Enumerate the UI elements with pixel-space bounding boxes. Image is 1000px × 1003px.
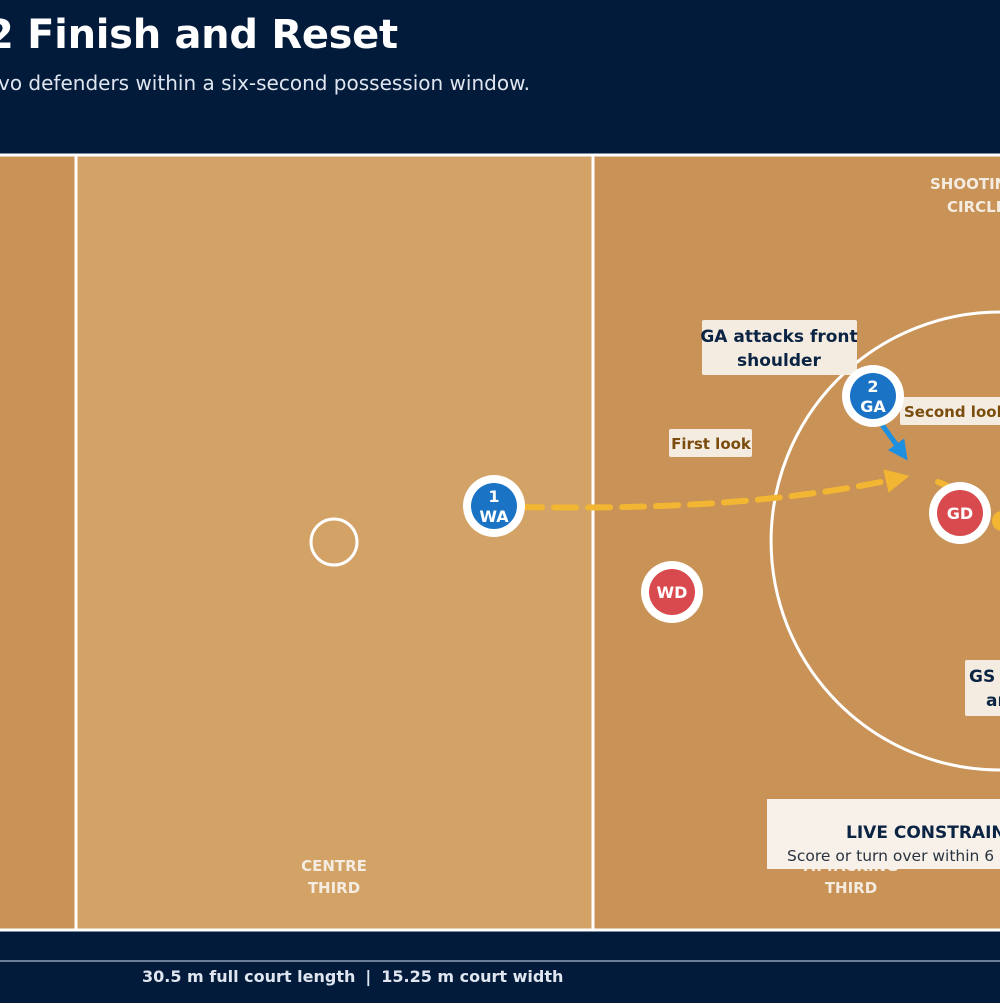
live-constraint-box: LIVE CONSTRAINT Score or turn over withi…	[767, 799, 1000, 869]
callout-second-look-text: Second look	[904, 403, 1000, 421]
player-gd[interactable]: GD	[929, 482, 991, 544]
player-ga-number: 2	[867, 377, 878, 396]
callout-gs-note-line2: ar	[986, 691, 1000, 711]
live-constraint-title: LIVE CONSTRAINT	[846, 823, 1000, 843]
zone-label-shooting-circle-line2: CIRCLE	[947, 198, 1000, 216]
callout-ga-move-line1: GA attacks front	[700, 327, 857, 347]
player-wa-number: 1	[488, 487, 499, 506]
callout-gs-note-line1: GS c	[969, 667, 1000, 687]
footer-court-width: 15.25 m court width	[381, 967, 564, 986]
callout-second-look: Second look	[900, 397, 1000, 425]
player-wd-role: WD	[657, 583, 688, 602]
centre-third	[76, 155, 593, 930]
pass-line	[517, 469, 910, 511]
zone-label-centre-third-line2: THIRD	[308, 879, 360, 897]
callout-gs-note: GS c ar	[965, 660, 1000, 716]
zone-label-attacking-third-line2: THIRD	[825, 879, 877, 897]
footer-divider	[0, 960, 1000, 962]
page-subtitle: vo defenders within a six-second possess…	[0, 71, 530, 95]
player-wa-role: WA	[479, 507, 509, 526]
court-lines	[0, 153, 1000, 932]
callout-first-look-text: First look	[671, 435, 752, 453]
callout-first-look: First look	[669, 429, 752, 457]
footer-separator: |	[365, 967, 372, 986]
page-title: 2 Finish and Reset	[0, 12, 398, 58]
ga-movement-arrow	[880, 423, 908, 461]
player-gd-role: GD	[947, 504, 973, 523]
zone-label-shooting-circle-line1: SHOOTIN	[930, 175, 1000, 193]
zone-label-centre-third-line1: CENTRE	[301, 857, 367, 875]
player-ga[interactable]: 2 GA	[842, 365, 904, 427]
footer-court-length: 30.5 m full court length	[142, 967, 356, 986]
live-constraint-body: Score or turn over within 6 s	[787, 847, 1000, 865]
callout-ga-move-line2: shoulder	[737, 351, 822, 371]
player-ga-role: GA	[860, 397, 886, 416]
player-wd[interactable]: WD	[641, 561, 703, 623]
centre-circle	[309, 517, 359, 567]
callout-ga-move: GA attacks front shoulder	[700, 320, 858, 375]
ball-marker	[992, 511, 1000, 531]
footer-dimensions: 30.5 m full court length | 15.25 m court w…	[142, 967, 563, 986]
shooting-circle-arc	[769, 310, 1000, 772]
player-wa[interactable]: 1 WA	[463, 475, 525, 537]
